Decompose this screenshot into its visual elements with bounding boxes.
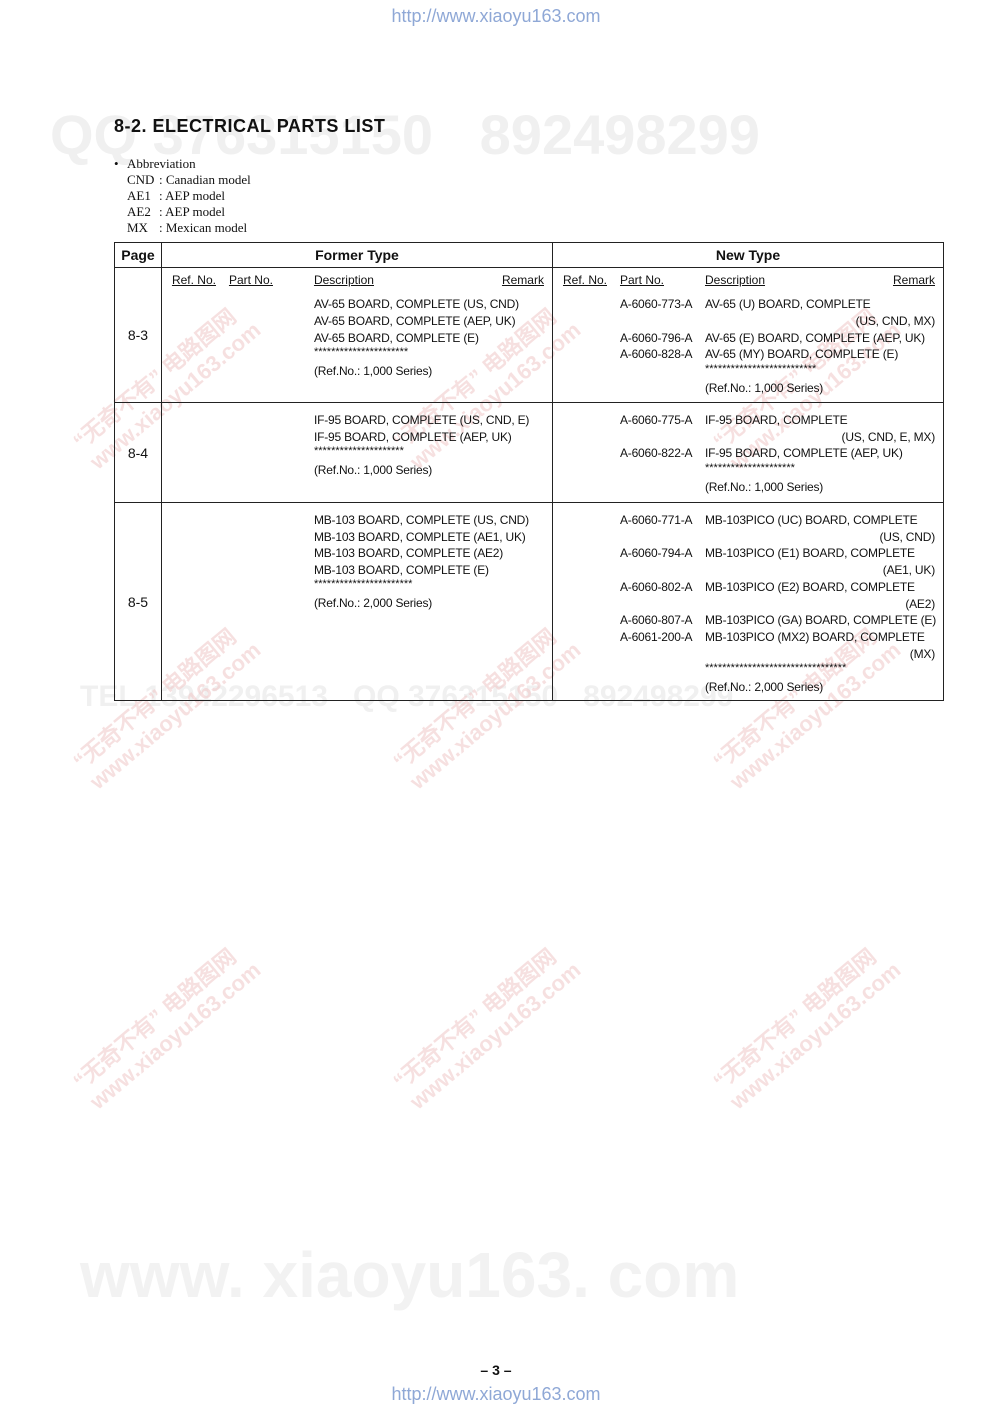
new-cell: A-6060-775-A IF-95 BOARD, COMPLETE (US, … (551, 402, 945, 503)
table-row: 8-3 Ref. No. Part No. Description Remark… (114, 267, 945, 403)
new-description: ********************************* (704, 662, 847, 674)
header-page: Page (114, 242, 162, 268)
part-number: A-6060-796-A (619, 331, 693, 345)
part-number: A-6060-807-A (619, 613, 693, 627)
former-line: MB-103 BOARD, COMPLETE (E) (313, 563, 489, 577)
new-description: AV-65 (MY) BOARD, COMPLETE (E) (704, 347, 899, 361)
new-remark: (AE2) (905, 597, 935, 611)
header-url-link[interactable]: http://www.xiaoyu163.com (391, 6, 601, 26)
former-line: MB-103 BOARD, COMPLETE (AE2) (313, 546, 504, 560)
former-line: MB-103 BOARD, COMPLETE (AE1, UK) (313, 530, 526, 544)
subheader-part-no: Part No. (619, 273, 664, 287)
new-remark: (AE1, UK) (882, 563, 935, 577)
abbreviation-text: : Mexican model (159, 220, 248, 235)
footer-url-link[interactable]: http://www.xiaoyu163.com (391, 1384, 601, 1404)
new-description: MB-103PICO (MX2) BOARD, COMPLETE (704, 630, 925, 644)
section-heading: 8-2. ELECTRICAL PARTS LIST (114, 116, 386, 136)
former-line: ********************** (313, 346, 409, 358)
abbreviation-code: CND (127, 172, 155, 187)
abbreviation-text: : Canadian model (159, 172, 251, 187)
abbreviation-text: : AEP model (159, 188, 225, 203)
abbreviation-code: AE1 (127, 188, 151, 203)
page-cell: 8-4 (114, 402, 162, 503)
new-description: ********************* (704, 462, 795, 474)
part-number: A-6060-828-A (619, 347, 693, 361)
part-number: A-6060-775-A (619, 413, 693, 427)
new-remark: (US, CND, E, MX) (841, 430, 936, 444)
part-number: A-6060-802-A (619, 580, 693, 594)
part-number: A-6060-773-A (619, 297, 693, 311)
new-description: MB-103PICO (E2) BOARD, COMPLETE (704, 580, 915, 594)
abbreviation-block: • Abbreviation CND : Canadian model AE1 : A… (114, 156, 251, 236)
new-description: MB-103PICO (UC) BOARD, COMPLETE (704, 513, 918, 527)
parts-table: Page Former Type New Type 8-3 Ref. No. P… (114, 242, 945, 701)
new-description: (Ref.No.: 2,000 Series) (704, 680, 824, 694)
new-cell: A-6060-771-A MB-103PICO (UC) BOARD, COMP… (551, 502, 945, 701)
header-new-type: New Type (551, 242, 945, 268)
new-description: AV-65 (E) BOARD, COMPLETE (AEP, UK) (704, 331, 925, 345)
table-row: 8-4 IF-95 BOARD, COMPLETE (US, CND, E) I… (114, 402, 945, 503)
former-line: AV-65 BOARD, COMPLETE (AEP, UK) (313, 314, 516, 328)
abbreviation-text: : AEP model (159, 204, 225, 219)
part-number: A-6060-794-A (619, 546, 693, 560)
new-description: MB-103PICO (GA) BOARD, COMPLETE (E) (704, 613, 937, 627)
subheader-part-no: Part No. (228, 273, 273, 287)
table-row: 8-5 MB-103 BOARD, COMPLETE (US, CND) MB-… (114, 502, 945, 701)
new-remark: (MX) (909, 647, 935, 661)
page-cell: 8-5 (114, 502, 162, 701)
new-description: ************************** (704, 363, 817, 375)
former-line: (Ref.No.: 1,000 Series) (313, 463, 433, 477)
former-line: ********************* (313, 445, 404, 457)
subheader-remark: Remark (892, 273, 935, 287)
former-line: (Ref.No.: 1,000 Series) (313, 364, 433, 378)
part-number: A-6061-200-A (619, 630, 693, 644)
former-line: *********************** (313, 578, 413, 590)
former-line: AV-65 BOARD, COMPLETE (US, CND) (313, 297, 519, 311)
part-number: A-6060-771-A (619, 513, 693, 527)
abbreviation-code: MX (127, 220, 148, 235)
abbreviation-title: Abbreviation (127, 156, 196, 171)
former-line: AV-65 BOARD, COMPLETE (E) (313, 331, 479, 345)
former-cell: MB-103 BOARD, COMPLETE (US, CND) MB-103 … (160, 502, 553, 701)
former-cell: IF-95 BOARD, COMPLETE (US, CND, E) IF-95… (160, 402, 553, 503)
new-cell: Ref. No. Part No. Description Remark A-6… (551, 267, 945, 403)
new-remark: (US, CND, MX) (855, 314, 936, 328)
abbreviation-code: AE2 (127, 204, 151, 219)
new-description: MB-103PICO (E1) BOARD, COMPLETE (704, 546, 915, 560)
former-cell: Ref. No. Part No. Description Remark AV-… (160, 267, 553, 403)
new-description: (Ref.No.: 1,000 Series) (704, 381, 824, 395)
former-line: IF-95 BOARD, COMPLETE (AEP, UK) (313, 430, 512, 444)
header-former-type: Former Type (160, 242, 553, 268)
subheader-ref-no: Ref. No. (562, 273, 607, 287)
new-description: AV-65 (U) BOARD, COMPLETE (704, 297, 871, 311)
subheader-ref-no: Ref. No. (171, 273, 216, 287)
part-number: A-6060-822-A (619, 446, 693, 460)
subheader-remark: Remark (501, 273, 544, 287)
bullet-icon: • (114, 156, 119, 171)
new-description: (Ref.No.: 1,000 Series) (704, 480, 824, 494)
former-line: IF-95 BOARD, COMPLETE (US, CND, E) (313, 413, 530, 427)
page-number: – 3 – (480, 1362, 512, 1378)
former-line: MB-103 BOARD, COMPLETE (US, CND) (313, 513, 529, 527)
new-description: IF-95 BOARD, COMPLETE (704, 413, 848, 427)
subheader-description: Description (313, 273, 374, 287)
subheader-description: Description (704, 273, 766, 287)
page-cell: 8-3 (114, 267, 162, 403)
watermark-bottom-site: www. xiaoyu163. com (80, 1239, 740, 1311)
new-description: IF-95 BOARD, COMPLETE (AEP, UK) (704, 446, 903, 460)
new-remark: (US, CND) (879, 530, 935, 544)
former-line: (Ref.No.: 2,000 Series) (313, 596, 433, 610)
